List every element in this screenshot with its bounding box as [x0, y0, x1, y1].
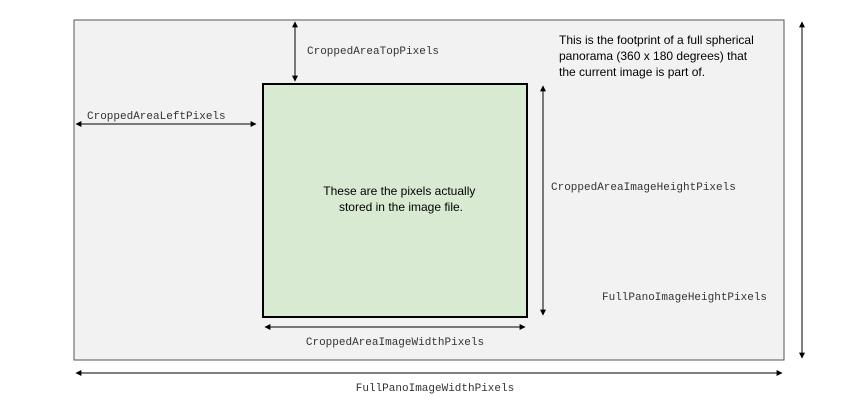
- image-height-label: CroppedAreaImageHeightPixels: [551, 182, 736, 194]
- top-offset-label: CroppedAreaTopPixels: [307, 46, 439, 58]
- image-width-label: CroppedAreaImageWidthPixels: [306, 337, 484, 349]
- cropped-note: These are the pixels actually stored in …: [323, 184, 478, 214]
- full-height-label: FullPanoImageHeightPixels: [602, 292, 767, 304]
- cropped-note-line: stored in the image file.: [339, 200, 463, 214]
- cropped-note-line: These are the pixels actually: [323, 184, 475, 198]
- panorama-note-line: This is the footprint of a full spherica…: [559, 33, 754, 47]
- cropped-image-area: [262, 83, 528, 318]
- panorama-note-line: the current image is part of.: [559, 65, 705, 79]
- panorama-note-line: panorama (360 x 180 degrees) that: [559, 49, 748, 63]
- full-width-label: FullPanoImageWidthPixels: [356, 383, 514, 395]
- left-offset-label: CroppedAreaLeftPixels: [87, 111, 226, 123]
- panorama-note: This is the footprint of a full spherica…: [559, 33, 757, 79]
